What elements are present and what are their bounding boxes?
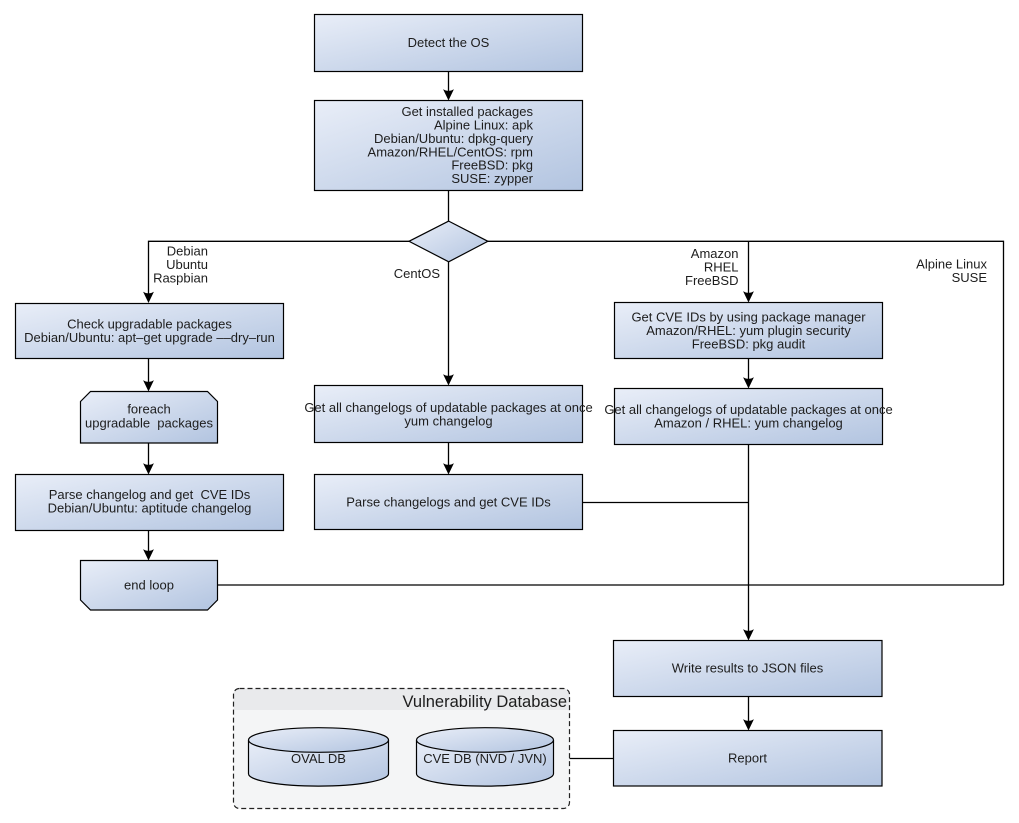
svg-text:Debian/Ubuntu: aptitude change: Debian/Ubuntu: aptitude changelog	[48, 501, 252, 516]
svg-text:OVAL DB: OVAL DB	[291, 751, 346, 766]
svg-text:Get all changelogs of updatabl: Get all changelogs of updatable packages…	[604, 402, 892, 417]
svg-text:end loop: end loop	[124, 578, 174, 593]
svg-text:SUSE: zypper: SUSE: zypper	[451, 171, 533, 186]
svg-text:Get all changelogs of updatabl: Get all changelogs of updatable packages…	[304, 400, 592, 415]
svg-text:Parse changelog and get CVE I: Parse changelog and get CVE IDs	[49, 487, 251, 502]
svg-text:CVE DB (NVD / JVN): CVE DB (NVD / JVN)	[423, 751, 547, 766]
svg-text:foreach: foreach	[127, 402, 170, 417]
svg-text:Debian/Ubuntu: apt–get upgrade: Debian/Ubuntu: apt–get upgrade ––dry–run	[24, 330, 275, 345]
svg-text:Report: Report	[728, 751, 767, 766]
svg-text:Get CVE IDs by using package m: Get CVE IDs by using package manager	[631, 310, 866, 325]
svg-text:Amazon/RHEL: yum plugin securi: Amazon/RHEL: yum plugin security	[646, 323, 851, 338]
svg-text:CentOS: CentOS	[394, 266, 441, 281]
svg-text:SUSE: SUSE	[952, 270, 988, 285]
svg-text:Write results to JSON files: Write results to JSON files	[672, 661, 824, 676]
svg-text:Alpine Linux: Alpine Linux	[916, 257, 987, 272]
svg-text:Raspbian: Raspbian	[153, 271, 208, 286]
svg-text:Debian: Debian	[167, 244, 208, 259]
svg-text:yum changelog: yum changelog	[404, 413, 492, 428]
svg-text:Get installed packages: Get installed packages	[401, 104, 533, 119]
svg-text:FreeBSD: FreeBSD	[685, 273, 738, 288]
svg-text:Debian/Ubuntu: dpkg-query: Debian/Ubuntu: dpkg-query	[374, 131, 533, 146]
svg-text:Amazon: Amazon	[691, 246, 739, 261]
svg-text:upgradable packages: upgradable packages	[85, 416, 213, 431]
svg-text:Detect the OS: Detect the OS	[408, 35, 490, 50]
svg-text:Parse changelogs and get CVE I: Parse changelogs and get CVE IDs	[346, 495, 551, 510]
svg-text:Amazon / RHEL: yum changelog: Amazon / RHEL: yum changelog	[654, 416, 843, 431]
svg-text:Amazon/RHEL/CentOS: rpm: Amazon/RHEL/CentOS: rpm	[368, 144, 533, 159]
svg-text:RHEL: RHEL	[704, 260, 739, 275]
svg-text:Check upgradable packages: Check upgradable packages	[67, 316, 232, 331]
svg-text:Ubuntu: Ubuntu	[166, 257, 208, 272]
svg-text:Alpine Linux: apk: Alpine Linux: apk	[434, 118, 534, 133]
svg-text:FreeBSD: pkg: FreeBSD: pkg	[451, 158, 533, 173]
svg-text:FreeBSD: pkg audit: FreeBSD: pkg audit	[692, 336, 806, 351]
svg-text:Vulnerability Database: Vulnerability Database	[403, 693, 567, 711]
